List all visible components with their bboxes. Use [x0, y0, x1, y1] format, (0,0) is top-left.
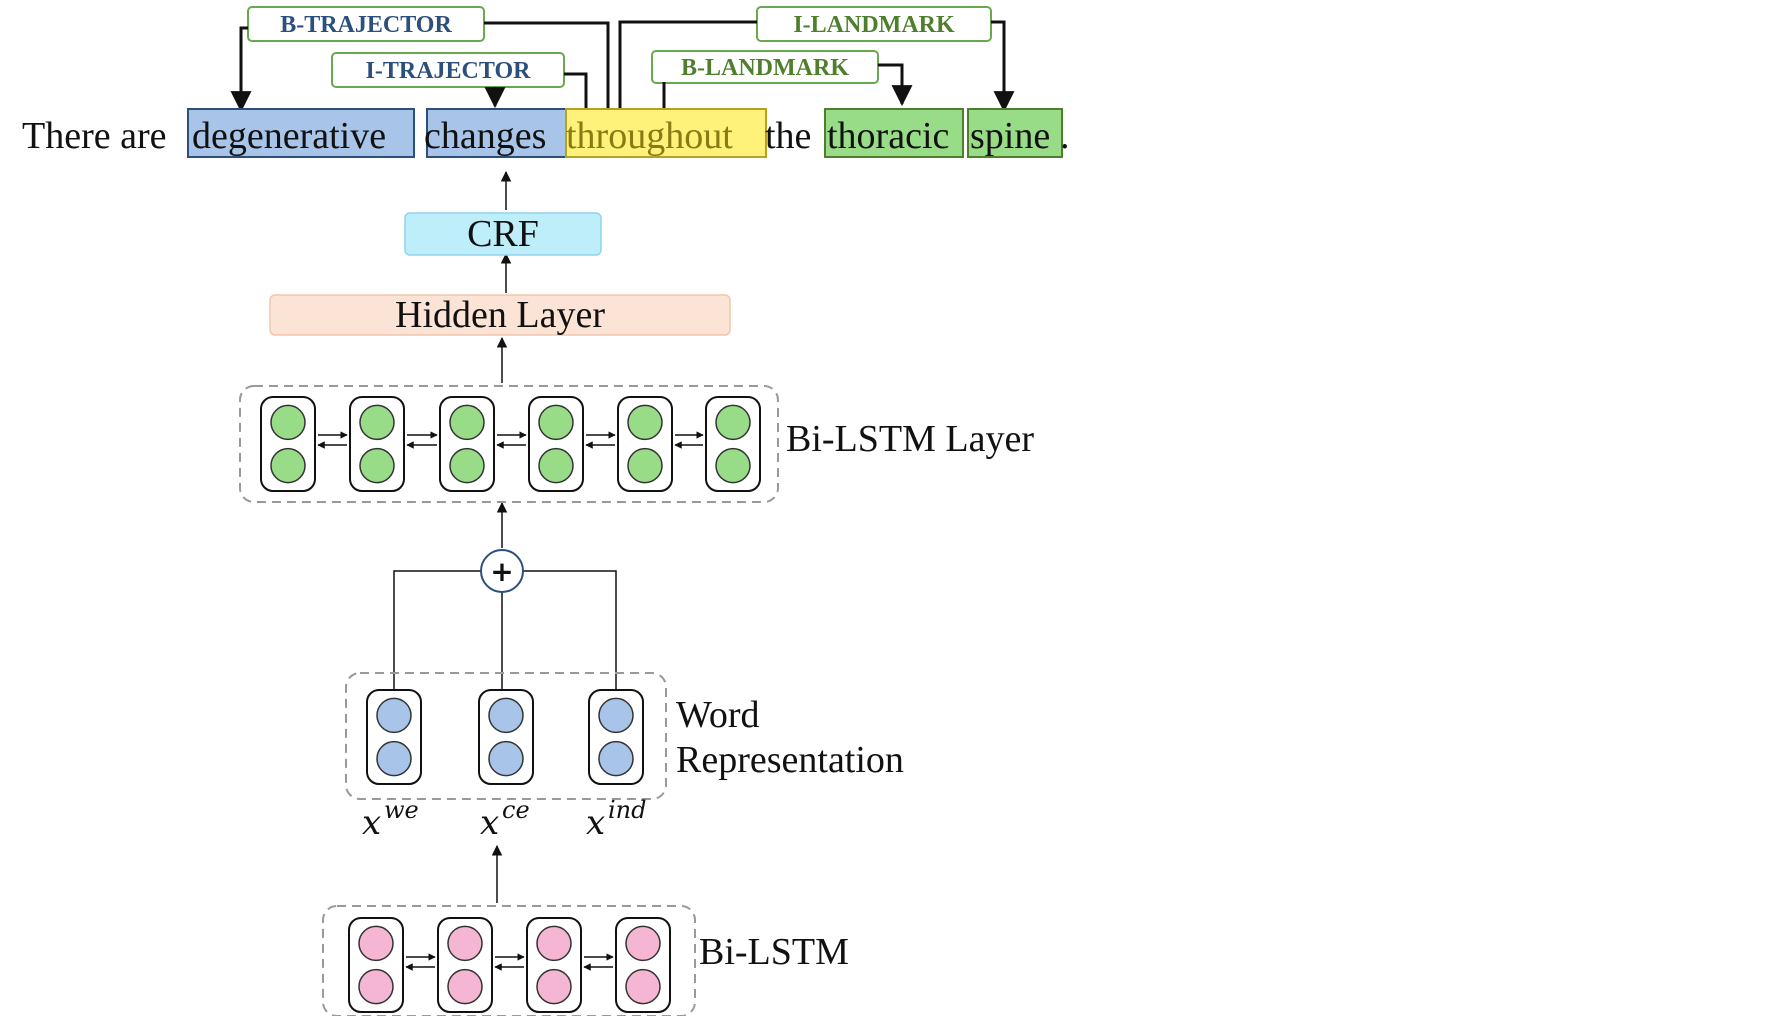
char-bilstm-cell — [348, 917, 404, 1013]
spatial-to-b-trajector — [484, 21, 610, 108]
concat-symbol: + — [490, 555, 513, 588]
tag-i-trajector: I-TRAJECTOR — [331, 52, 565, 88]
bilstm-layer-cell — [439, 396, 495, 492]
tag-b-trajector: B-TRAJECTOR — [247, 6, 485, 42]
crf-layer: CRF — [404, 212, 602, 256]
word-rep-cell — [478, 689, 534, 785]
tag-i-landmark-label: I-LANDMARK — [793, 12, 955, 38]
word-rep-label-line2: Representation — [676, 739, 904, 781]
i-landmark-arrow — [991, 20, 1015, 113]
char-bilstm-link — [405, 953, 436, 971]
bilstm-layer-label: Bi-LSTM Layer — [786, 418, 1034, 460]
x-ce-sup: ce — [502, 796, 530, 824]
word-representation-cells — [366, 689, 644, 785]
highlight-throughout — [565, 108, 767, 158]
relation-connectors — [230, 20, 1015, 113]
highlight-spine — [967, 108, 1063, 158]
char-bilstm-cell — [526, 917, 582, 1013]
char-bilstm-cells — [348, 917, 671, 1013]
tag-i-landmark: I-LANDMARK — [756, 6, 992, 42]
concat-node: + — [393, 549, 617, 690]
crf-label: CRF — [467, 213, 539, 255]
word-rep-cell — [366, 689, 422, 785]
bilstm-layer: Bi-LSTM Layer — [239, 385, 1034, 503]
x-ind-base: x — [586, 803, 605, 843]
word-thoracic: thoracic — [827, 115, 949, 157]
bilstm-layer-link — [585, 431, 616, 449]
word-throughout: throughout — [566, 115, 733, 157]
hidden-layer-label: Hidden Layer — [395, 294, 605, 336]
word-rep-label-line1: Word — [676, 694, 759, 736]
tag-b-trajector-label: B-TRAJECTOR — [280, 12, 452, 38]
bilstm-layer-link — [317, 431, 348, 449]
highlight-changes — [426, 108, 567, 158]
char-bilstm: Bi-LSTM — [322, 905, 849, 1016]
tag-b-landmark: B-LANDMARK — [651, 50, 879, 84]
x-we-base: x — [362, 803, 381, 843]
hidden-layer: Hidden Layer — [269, 294, 731, 336]
bilstm-layer-link — [406, 431, 438, 449]
word-spine: spine — [970, 115, 1050, 157]
tag-b-landmark-label: B-LANDMARK — [681, 55, 849, 81]
bilstm-layer-cell — [528, 396, 584, 492]
bilstm-layer-link — [496, 431, 527, 449]
bilstm-layer-cell — [260, 396, 316, 492]
flow-arrows — [491, 170, 512, 903]
input-labels: x we x ce x ind — [362, 796, 647, 843]
highlight-degenerative — [187, 108, 415, 158]
word-rep-cell — [588, 689, 644, 785]
x-we-sup: we — [384, 796, 419, 824]
x-ind-sup: ind — [608, 796, 647, 824]
word-period: . — [1060, 115, 1070, 157]
char-bilstm-label: Bi-LSTM — [699, 931, 849, 973]
highlight-thoracic — [824, 108, 964, 158]
char-bilstm-link — [494, 953, 525, 971]
bilstm-layer-cells — [260, 396, 761, 492]
char-bilstm-cell — [615, 917, 671, 1013]
word-there-are: There are — [22, 115, 167, 157]
tag-i-trajector-label: I-TRAJECTOR — [366, 58, 532, 84]
x-ce-base: x — [480, 803, 499, 843]
spatial-to-i-landmark — [618, 20, 757, 108]
char-bilstm-link — [583, 953, 614, 971]
b-landmark-arrow — [878, 63, 913, 107]
bilstm-layer-cell — [617, 396, 673, 492]
b-trajector-arrow — [230, 26, 252, 113]
bilstm-layer-link — [674, 431, 704, 449]
spatial-to-i-trajector — [564, 72, 588, 108]
bilstm-layer-cell — [349, 396, 405, 492]
sentence: There are degenerative changes throughou… — [22, 108, 1070, 158]
word-changes: changes — [424, 115, 546, 157]
bilstm-layer-cell — [705, 396, 761, 492]
char-bilstm-cell — [437, 917, 493, 1013]
word-the: the — [765, 115, 811, 157]
word-representation: Word Representation — [345, 672, 904, 800]
word-degenerative: degenerative — [192, 115, 386, 157]
